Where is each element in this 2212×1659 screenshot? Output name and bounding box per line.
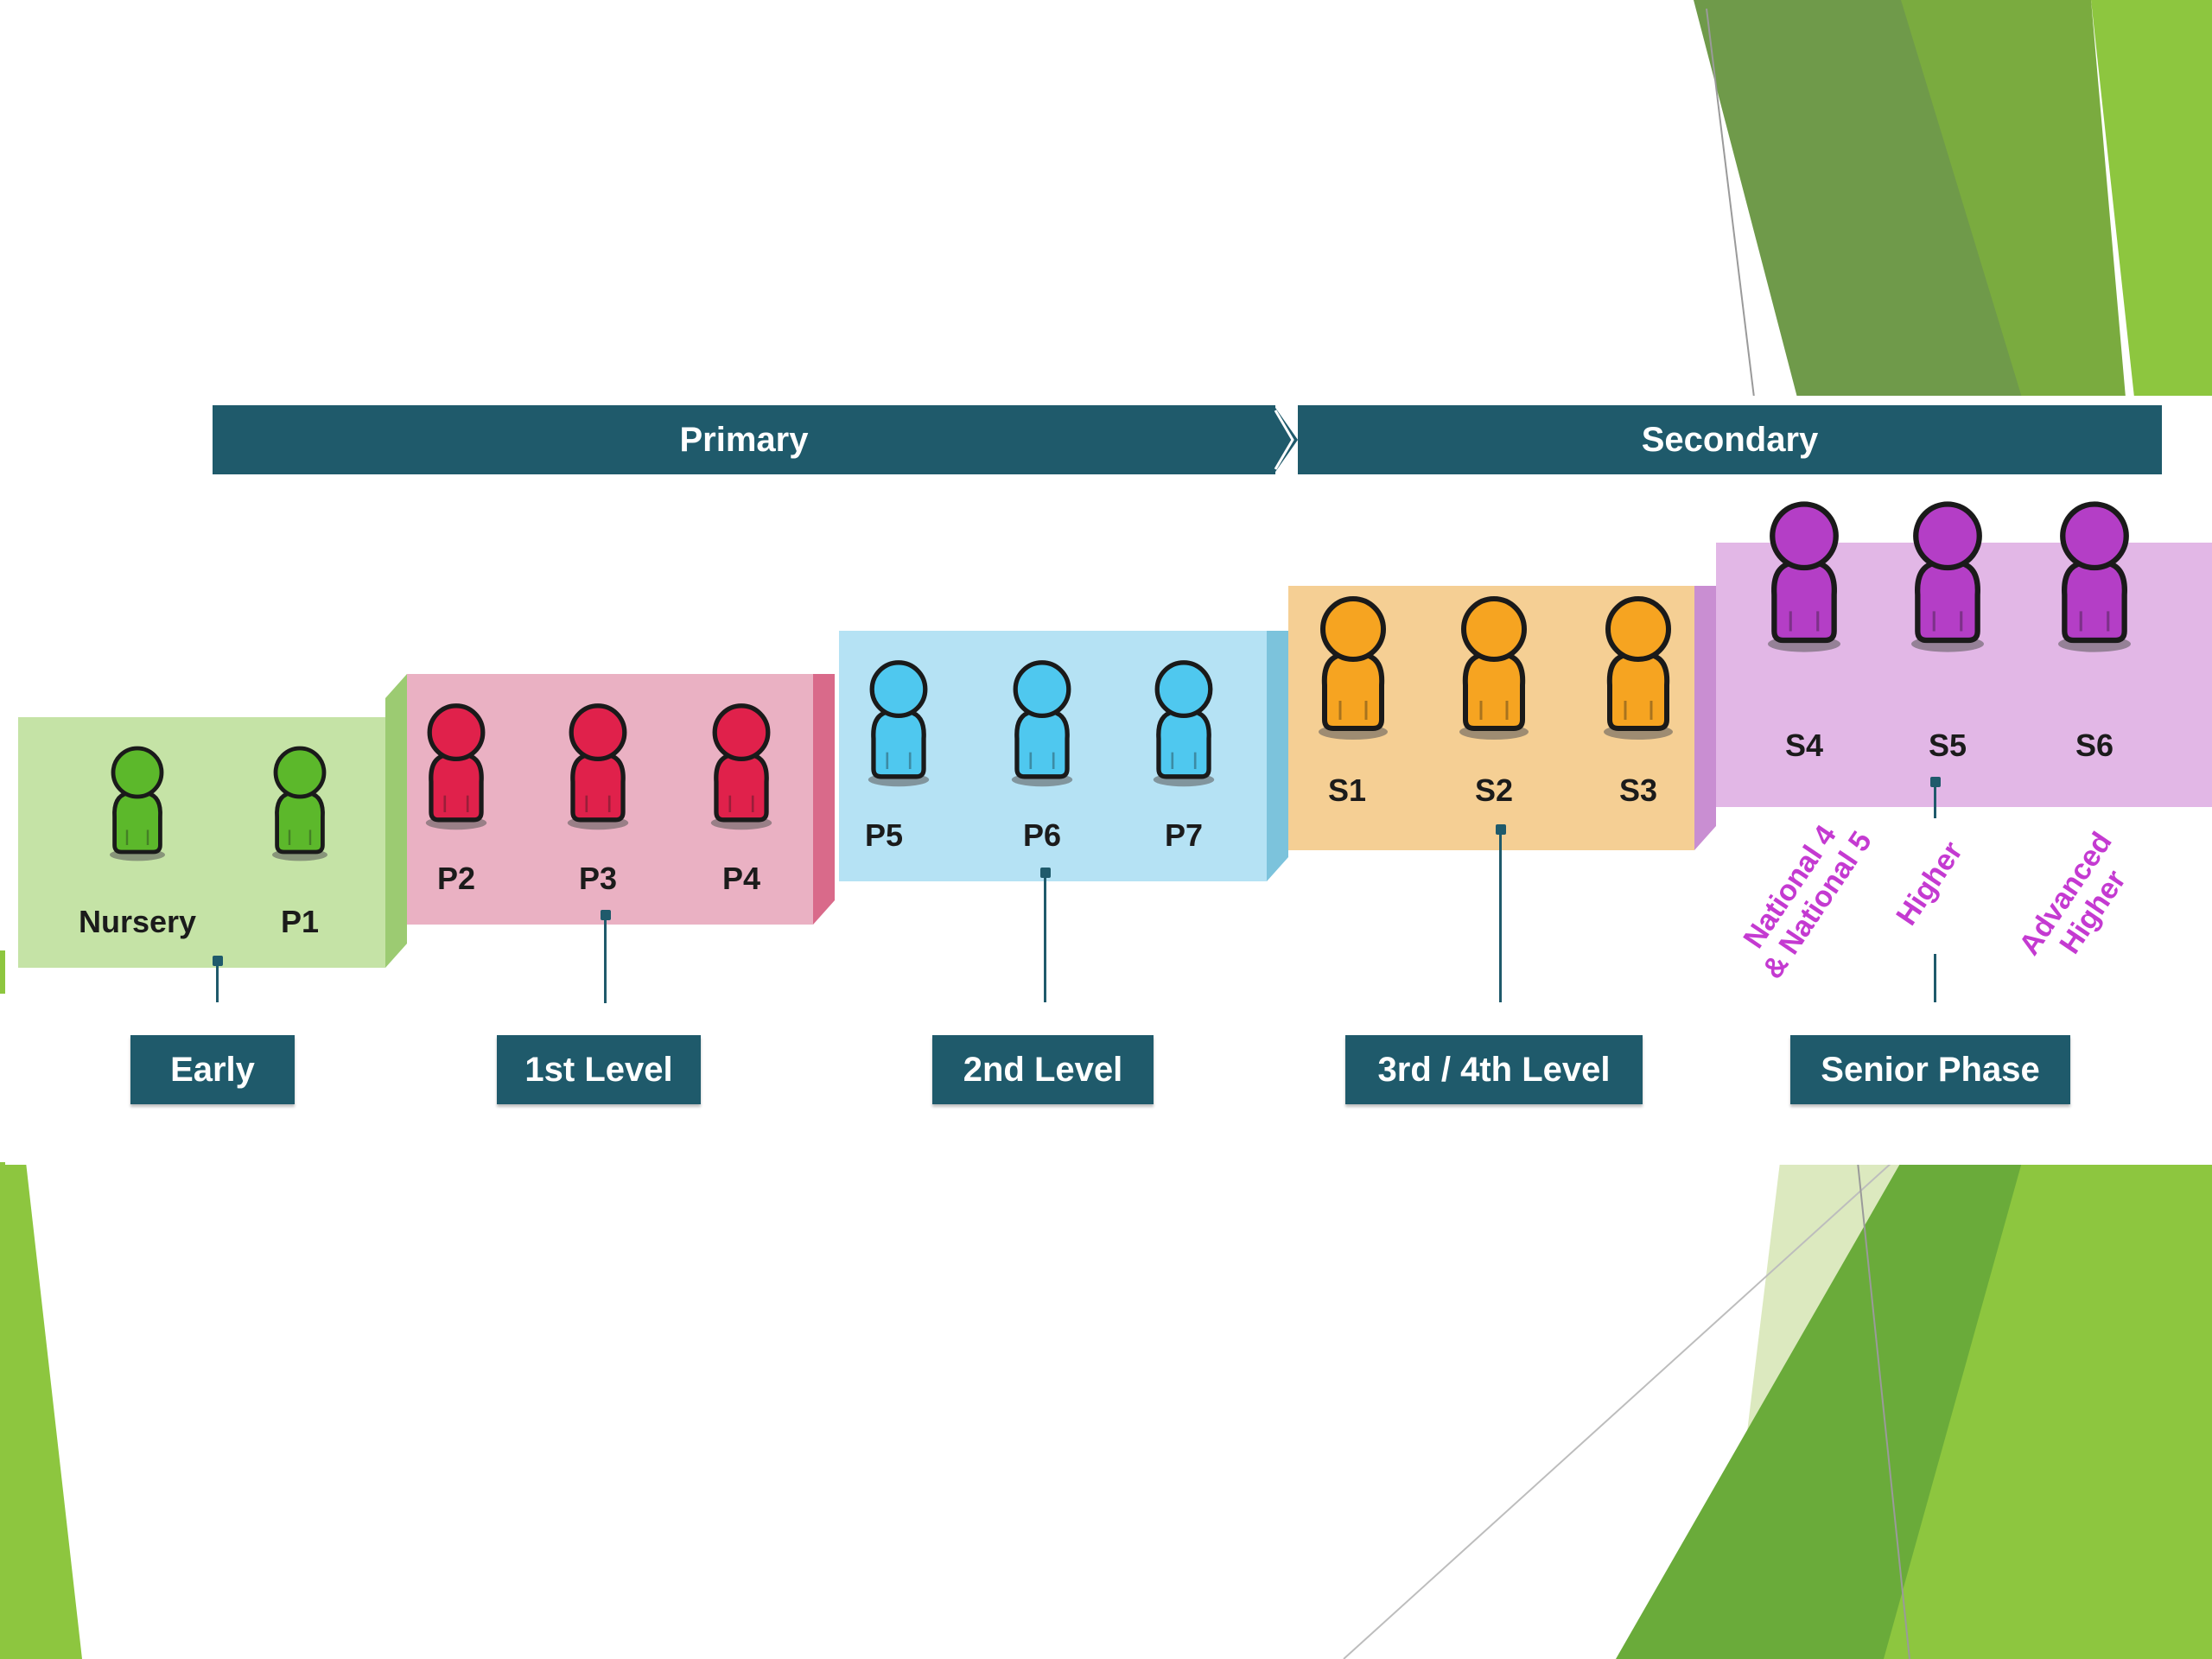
level-box-senior-phase: Senior Phase (1790, 1035, 2070, 1104)
connector-third-fourth-level (1499, 831, 1502, 1002)
level-box-third-fourth-level: 3rd / 4th Level (1345, 1035, 1643, 1104)
decor-line-top (1706, 8, 1755, 398)
pupil-figure-s4 (1768, 501, 1840, 652)
grade-label-s3: S3 (1618, 772, 1658, 808)
grade-label-p2: P2 (436, 861, 476, 896)
pupil-figure-p7 (1153, 660, 1215, 787)
qualification-higher: Higher (1879, 821, 1980, 948)
grade-label-nursery: Nursery (78, 904, 197, 939)
level-box-second-level: 2nd Level (932, 1035, 1154, 1104)
grade-label-s6: S6 (2075, 728, 2114, 763)
grade-label-s4: S4 (1784, 728, 1824, 763)
grade-label-p3: P3 (578, 861, 618, 896)
grade-label-p4: P4 (721, 861, 761, 896)
connector-senior-phase-bottom (1934, 954, 1936, 1002)
level-box-first-level: 1st Level (497, 1035, 701, 1104)
curriculum-diagram: Primary Secondary (5, 396, 2212, 1165)
decor-line-bottom-2 (1857, 1161, 1910, 1659)
grade-label-s5: S5 (1928, 728, 1967, 763)
decor-shape-top-light (2091, 0, 2212, 397)
connector-senior-phase-top (1934, 784, 1936, 818)
qualification-national-4-5: National 4 & National 5 (1716, 788, 1894, 1006)
connector-dot-early (213, 956, 223, 966)
connector-dot-senior-phase (1930, 777, 1941, 787)
stage-block-early (18, 717, 407, 1028)
pupil-figure-s6 (2058, 501, 2131, 652)
pupil-figure-p4 (710, 703, 772, 830)
secondary-banner-label: Secondary (1641, 420, 1819, 459)
pupil-figure-p3 (567, 703, 629, 830)
qualification-advanced-higher: Advanced Higher (2009, 820, 2153, 988)
connector-early (216, 963, 219, 1002)
pupil-figure-s1 (1319, 596, 1388, 740)
connector-dot-third-fourth-level (1496, 824, 1506, 835)
grade-label-s1: S1 (1327, 772, 1367, 808)
pupil-figure-p2 (425, 703, 487, 830)
pupil-figure-s3 (1604, 596, 1673, 740)
pupil-figure-s2 (1459, 596, 1529, 740)
banner-divider-arrow (1274, 405, 1298, 474)
pupil-figure-s5 (1911, 501, 1984, 652)
connector-second-level (1044, 874, 1046, 1002)
level-box-early: Early (130, 1035, 295, 1104)
grade-label-p5: P5 (864, 817, 904, 853)
connector-dot-first-level (601, 910, 611, 920)
secondary-banner: Secondary (1298, 405, 2162, 474)
decor-shape-left-bottom (0, 1162, 82, 1659)
decor-line-bottom (1343, 1161, 1893, 1659)
pupil-figure-nursery (110, 746, 165, 861)
primary-banner-label: Primary (679, 420, 809, 459)
primary-banner: Primary (213, 405, 1275, 474)
connector-dot-second-level (1040, 868, 1051, 878)
connector-first-level (604, 917, 607, 1003)
pupil-figure-p5 (868, 660, 930, 787)
pupil-figure-p6 (1011, 660, 1073, 787)
decor-shape-top-mid (1901, 0, 2126, 397)
grade-label-s2: S2 (1474, 772, 1514, 808)
grade-label-p7: P7 (1164, 817, 1204, 853)
pupil-figure-p1 (272, 746, 327, 861)
grade-label-p6: P6 (1022, 817, 1062, 853)
qualification-higher-line-1: Higher (1890, 836, 1970, 931)
grade-label-p1: P1 (280, 904, 320, 939)
decor-shape-bottom-light (1884, 1162, 2212, 1659)
